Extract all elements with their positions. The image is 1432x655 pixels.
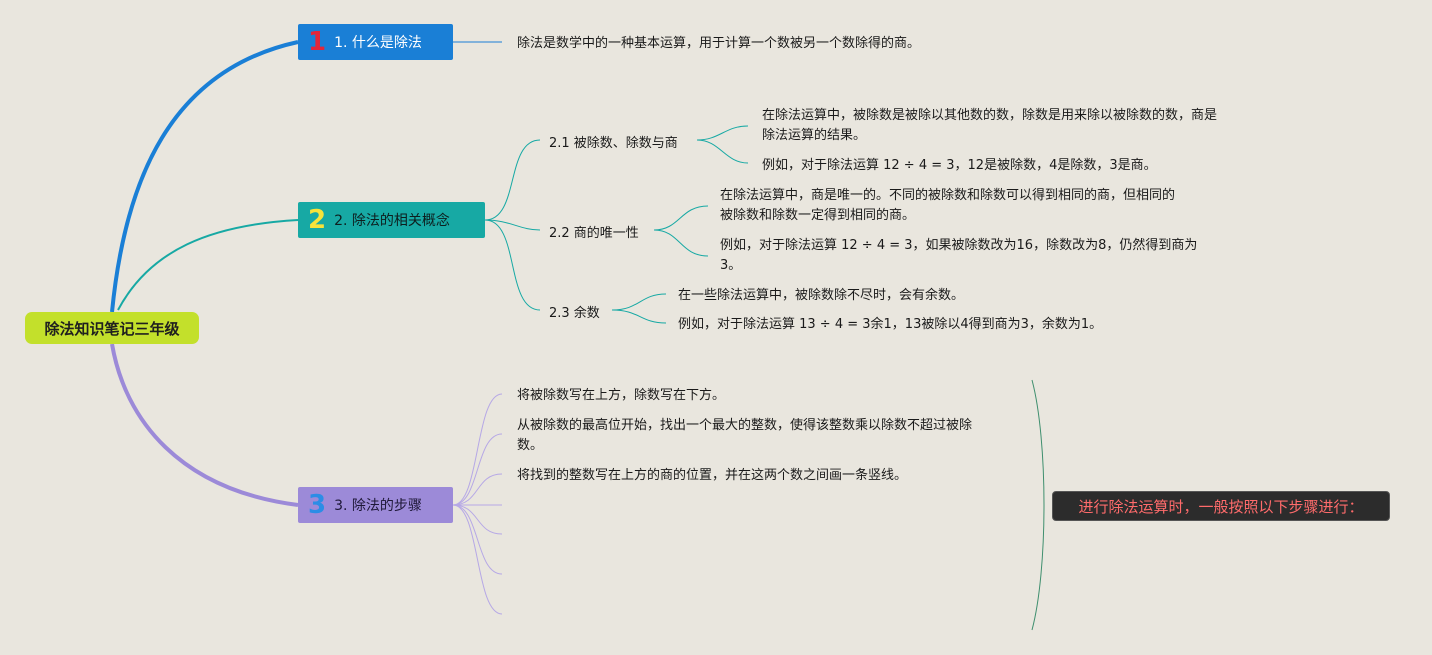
connector-b2-s3 [484, 219, 541, 311]
sub-topic-quotient-uniqueness[interactable]: 2.2 商的唯一性 [549, 226, 639, 241]
connector-s3-i1 [611, 293, 667, 311]
connector-s2-i1 [653, 205, 709, 231]
sub-topic-remainder[interactable]: 2.3 余数 [549, 306, 600, 321]
number-three-icon: 3 [308, 490, 327, 520]
connector-s2-i2 [653, 229, 709, 257]
connector-s1-i1 [696, 125, 749, 141]
number-two-icon: 2 [308, 205, 327, 235]
number-one-icon: 1 [308, 27, 327, 57]
definition-text: 除法是数学中的一种基本运算，用于计算一个数被另一个数除得的商。 [517, 36, 921, 51]
connector-s3-i2 [611, 309, 667, 324]
step-text: 从被除数的最高位开始，找出一个最大的整数，使得该整数乘以除数不超过被除 数。 [517, 418, 973, 453]
root-node[interactable]: 除法知识笔记三年级 [25, 312, 199, 344]
connector-b2-s2 [484, 219, 541, 231]
branch-title: 3. 除法的步骤 [334, 498, 422, 514]
connector-root-b1 [110, 40, 299, 313]
root-title: 除法知识笔记三年级 [44, 319, 180, 338]
step-text: 将找到的整数写在上方的商的位置，并在这两个数之间画一条竖线。 [517, 468, 908, 483]
sub-topic-dividend-divisor-quotient[interactable]: 2.1 被除数、除数与商 [549, 136, 678, 151]
leaf-text: 例如，对于除法运算 13 ÷ 4 = 3余1，13被除以4得到商为3，余数为1。 [678, 317, 1103, 332]
note-text: 进行除法运算时，一般按照以下步骤进行： [1078, 497, 1364, 516]
connector-b2-s1 [484, 139, 541, 221]
branch-title: 1. 什么是除法 [334, 35, 422, 51]
connector-s1-i2 [696, 139, 749, 164]
branch-related-concepts[interactable]: 2 2. 除法的相关概念 [298, 202, 485, 238]
leaf-text: 在一些除法运算中，被除数除不尽时，会有余数。 [678, 288, 965, 303]
branch-what-is-division[interactable]: 1 1. 什么是除法 [298, 24, 453, 60]
leaf-text: 例如，对于除法运算 12 ÷ 4 = 3，如果被除数改为16，除数改为8，仍然得… [720, 238, 1198, 273]
connector-root-b2 [117, 219, 299, 311]
branch-division-steps[interactable]: 3 3. 除法的步骤 [298, 487, 453, 523]
leaf-text: 在除法运算中，被除数是被除以其他数的数，除数是用来除以被除数的数，商是 除法运算… [762, 108, 1218, 143]
steps-summary-note[interactable]: 进行除法运算时，一般按照以下步骤进行： [1052, 491, 1390, 521]
connector-root-b3 [110, 343, 299, 507]
leaf-text: 在除法运算中，商是唯一的。不同的被除数和除数可以得到相同的商，但相同的 被除数和… [720, 188, 1176, 223]
step-text: 将被除数写在上方，除数写在下方。 [517, 388, 726, 403]
steps-bracket [1031, 379, 1045, 631]
branch-title: 2. 除法的相关概念 [334, 213, 450, 229]
leaf-text: 例如，对于除法运算 12 ÷ 4 = 3，12是被除数，4是除数，3是商。 [762, 158, 1157, 173]
